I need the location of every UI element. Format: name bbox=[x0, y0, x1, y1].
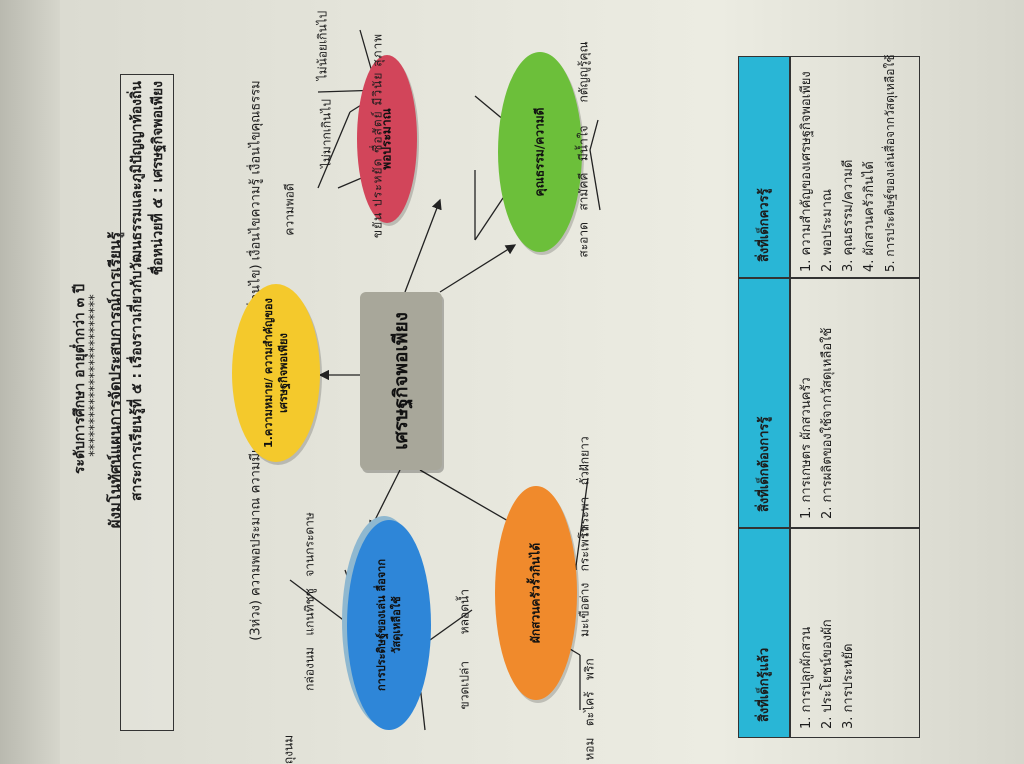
recycle-leaf-1: กล่องนม bbox=[302, 647, 317, 691]
morality-leaves-right: สะอาด สามัคคี มีน้ำใจ กตัญญูรู้คุณ bbox=[575, 0, 594, 300]
recycle-leaves-top: กล่องนม แกนทิชชู จานกระดาษ bbox=[301, 482, 320, 722]
garden-leaf-7: พริก bbox=[582, 658, 597, 680]
node-meaning: 1.ความหมาย/ ความสำคัญของ เศรษฐกิจพอเพียง bbox=[232, 284, 320, 462]
col2-item-1: 1. การเกษตร ผักสวนครัว bbox=[799, 377, 814, 519]
col3-item-2: 2. พอประมาณ bbox=[820, 188, 835, 272]
page-shadow bbox=[0, 0, 60, 764]
col2-item-2: 2. การผลิตของใช้จากวัสดุเหลือใช้ bbox=[820, 327, 835, 519]
morality-leaf-r2: สามัคคี bbox=[576, 172, 591, 211]
col1-item-1: 1. การปลูกผักสวน bbox=[799, 626, 814, 729]
recycle-leaf-4: ขวดเปล่า bbox=[457, 660, 472, 710]
table-header-col3: สิ่งที่เด็กควรรู้ bbox=[757, 188, 772, 262]
moderation-leaf-1: ความพอดี bbox=[282, 183, 297, 236]
morality-leaves-left: ขยัน ประหยัด ซื่อสัตย์ มีวินัย สุภาพ bbox=[370, 32, 385, 239]
node-morality-label: คุณธรรม/ความดี bbox=[532, 107, 547, 197]
recycle-leaf-5: หลอดน้ำ bbox=[457, 589, 472, 635]
garden-leaves-mid: มะเขือต่าง กระเพรา bbox=[576, 512, 595, 652]
col1-item-2: 2. ประโยชน์ของผัก bbox=[820, 619, 835, 729]
garden-leaves-bottom: หอม ตะไคร้ พริก bbox=[581, 650, 600, 764]
recycle-leaf-3: จานกระดาษ bbox=[302, 512, 317, 577]
center-node: เศรษฐกิจพอเพียง bbox=[360, 292, 442, 470]
recycle-leaves-bottom: ขวดเปล่า หลอดน้ำ bbox=[456, 589, 475, 710]
morality-leaf-r1: สะอาด bbox=[576, 222, 591, 258]
garden-leaf-2: ถั่วฝักยาว bbox=[577, 436, 592, 486]
col1-item-3: 3. การประหยัด bbox=[841, 643, 856, 729]
table-row-divider-2 bbox=[739, 527, 919, 529]
knowledge-table: สิ่งที่เด็กควรรู้ สิ่งที่เด็กต้องการรู้ … bbox=[738, 54, 920, 738]
node-meaning-label: 1.ความหมาย/ ความสำคัญของ เศรษฐกิจพอเพียง bbox=[262, 298, 290, 448]
node-recycle: การประดิษฐ์ของเล่น ลื่อจากวัสดุเหลือใช้ bbox=[347, 520, 431, 730]
table-header-band bbox=[739, 57, 789, 738]
col3-item-4: 4. ผักสวนครัวกินได้ bbox=[862, 161, 877, 272]
node-garden-label: ผักสวนครัวรั้วกินได้ bbox=[528, 542, 543, 644]
star-divider: ************************* bbox=[87, 294, 103, 457]
table-header-col2: สิ่งที่เด็กต้องการรู้ bbox=[757, 416, 772, 512]
node-garden: ผักสวนครัวรั้วกินได้ bbox=[495, 486, 577, 700]
col3-item-1: 1. ความสำคัญของเศรษฐกิจพอเพียง bbox=[799, 71, 814, 272]
garden-leaf-4: กระเพรา bbox=[577, 525, 592, 572]
garden-leaf-3: มะเขือต่าง bbox=[577, 582, 592, 638]
recycle-edge-text: ถุงนม bbox=[281, 734, 296, 764]
node-recycle-label: การประดิษฐ์ของเล่น ลื่อจากวัสดุเหลือใช้ bbox=[375, 559, 403, 691]
moderation-leaf-3: ไม่น้อยเกินไป bbox=[315, 10, 330, 81]
morality-leaf-r3: มีน้ำใจ bbox=[576, 125, 591, 162]
col3-item-3: 3. คุณธรรม/ความดี bbox=[841, 159, 856, 272]
morality-leaf-r4: กตัญญูรู้คุณ bbox=[576, 41, 591, 103]
garden-leaf-5: หอม bbox=[582, 737, 597, 761]
topic-box bbox=[120, 74, 174, 731]
node-morality: คุณธรรม/ความดี bbox=[498, 52, 582, 252]
col3-item-5: 5. การประดิษฐ์ของเล่นสื่อจากวัสดุเหลือใช… bbox=[883, 54, 897, 272]
center-node-label: เศรษฐกิจพอเพียง bbox=[390, 312, 412, 450]
recycle-leaf-2: แกนทิชชู bbox=[302, 588, 317, 636]
table-header-col1: สิ่งที่เด็กรู้แล้ว bbox=[757, 647, 772, 722]
table-header-divider bbox=[789, 57, 791, 737]
topic-line-1: สาระการเรียนรู้ที่ ๕ : เรื่องราวเกี่ยวกั… bbox=[129, 81, 145, 502]
topic-line-2: ชื่อหน่วยที่ ๕ : เศรษฐกิจพอเพียง bbox=[150, 81, 166, 276]
node-moderation: พอประมาณ bbox=[357, 55, 417, 223]
garden-leaf-6: ตะไคร้ bbox=[582, 691, 597, 727]
table-row-divider-1 bbox=[739, 277, 919, 279]
